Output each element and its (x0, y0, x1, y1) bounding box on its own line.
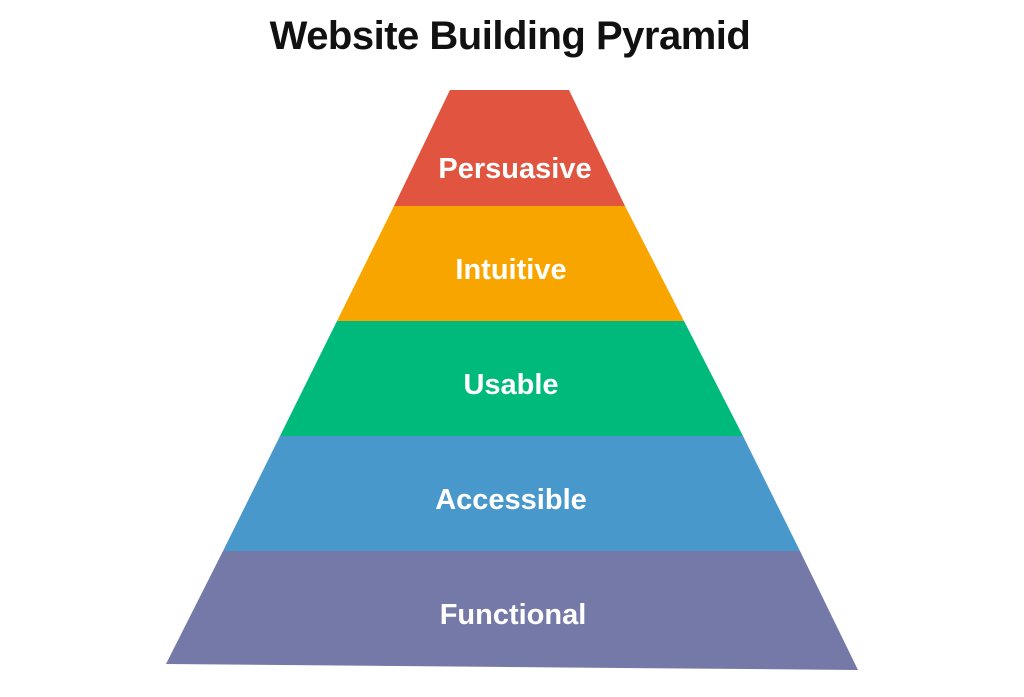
pyramid-layer-functional-label: Functional (440, 599, 587, 631)
pyramid-layer-intuitive-label: Intuitive (455, 254, 566, 286)
pyramid-layer-usable-band (280, 321, 743, 436)
pyramid-layer-accessible-label: Accessible (435, 484, 587, 516)
pyramid-layer-usable-label: Usable (463, 369, 558, 401)
pyramid-layer-persuasive-label: Persuasive (438, 153, 591, 185)
pyramid-layer-functional: Functional (166, 551, 858, 670)
diagram-title: Website Building Pyramid (269, 14, 751, 58)
pyramid-layer-persuasive-band (394, 90, 625, 206)
pyramid-layer-accessible-band (223, 436, 800, 551)
pyramid-layer-persuasive: Persuasive (394, 90, 625, 206)
pyramid-layer-intuitive-band (337, 206, 684, 321)
pyramid-layer-usable: Usable (280, 321, 743, 436)
pyramid-layer-functional-band (166, 551, 858, 670)
pyramid-layer-intuitive: Intuitive (337, 206, 684, 321)
pyramid-layer-accessible: Accessible (223, 436, 800, 551)
